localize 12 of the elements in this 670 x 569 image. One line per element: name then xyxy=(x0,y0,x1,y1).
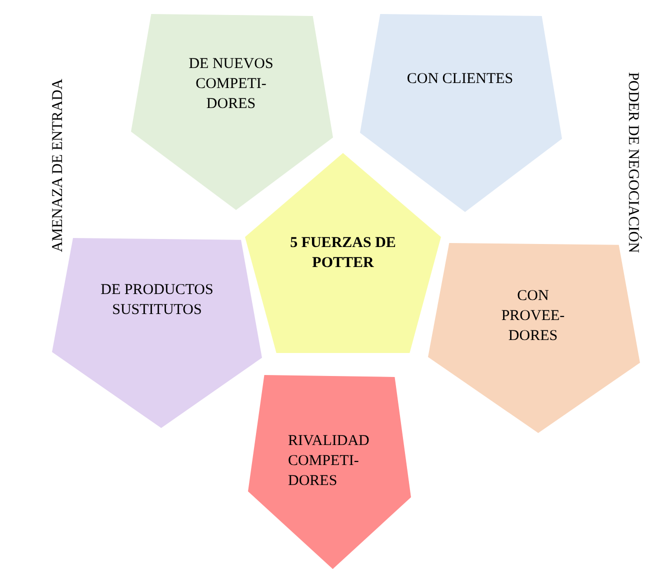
node-label: DE PRODUCTOS SUSTITUTOS xyxy=(100,281,214,320)
node-label: CON CLIENTES xyxy=(406,70,514,89)
node-label: 5 FUERZAS DE POTTER xyxy=(289,234,397,273)
pentagon-node xyxy=(360,14,562,212)
pentagon-node xyxy=(245,153,441,353)
node-label: RIVALIDAD COMPETI- DORES xyxy=(288,432,370,491)
node-label: CON PROVEE- DORES xyxy=(500,287,566,346)
node-label: DE NUEVOS COMPETI- DORES xyxy=(188,55,274,114)
side-label: AMENAZA DE ENTRADA xyxy=(50,78,67,252)
side-label: PODER DE NEGOCIACIÓN xyxy=(623,72,640,252)
pentagon-node xyxy=(248,375,411,569)
pentagon-node xyxy=(131,14,333,210)
